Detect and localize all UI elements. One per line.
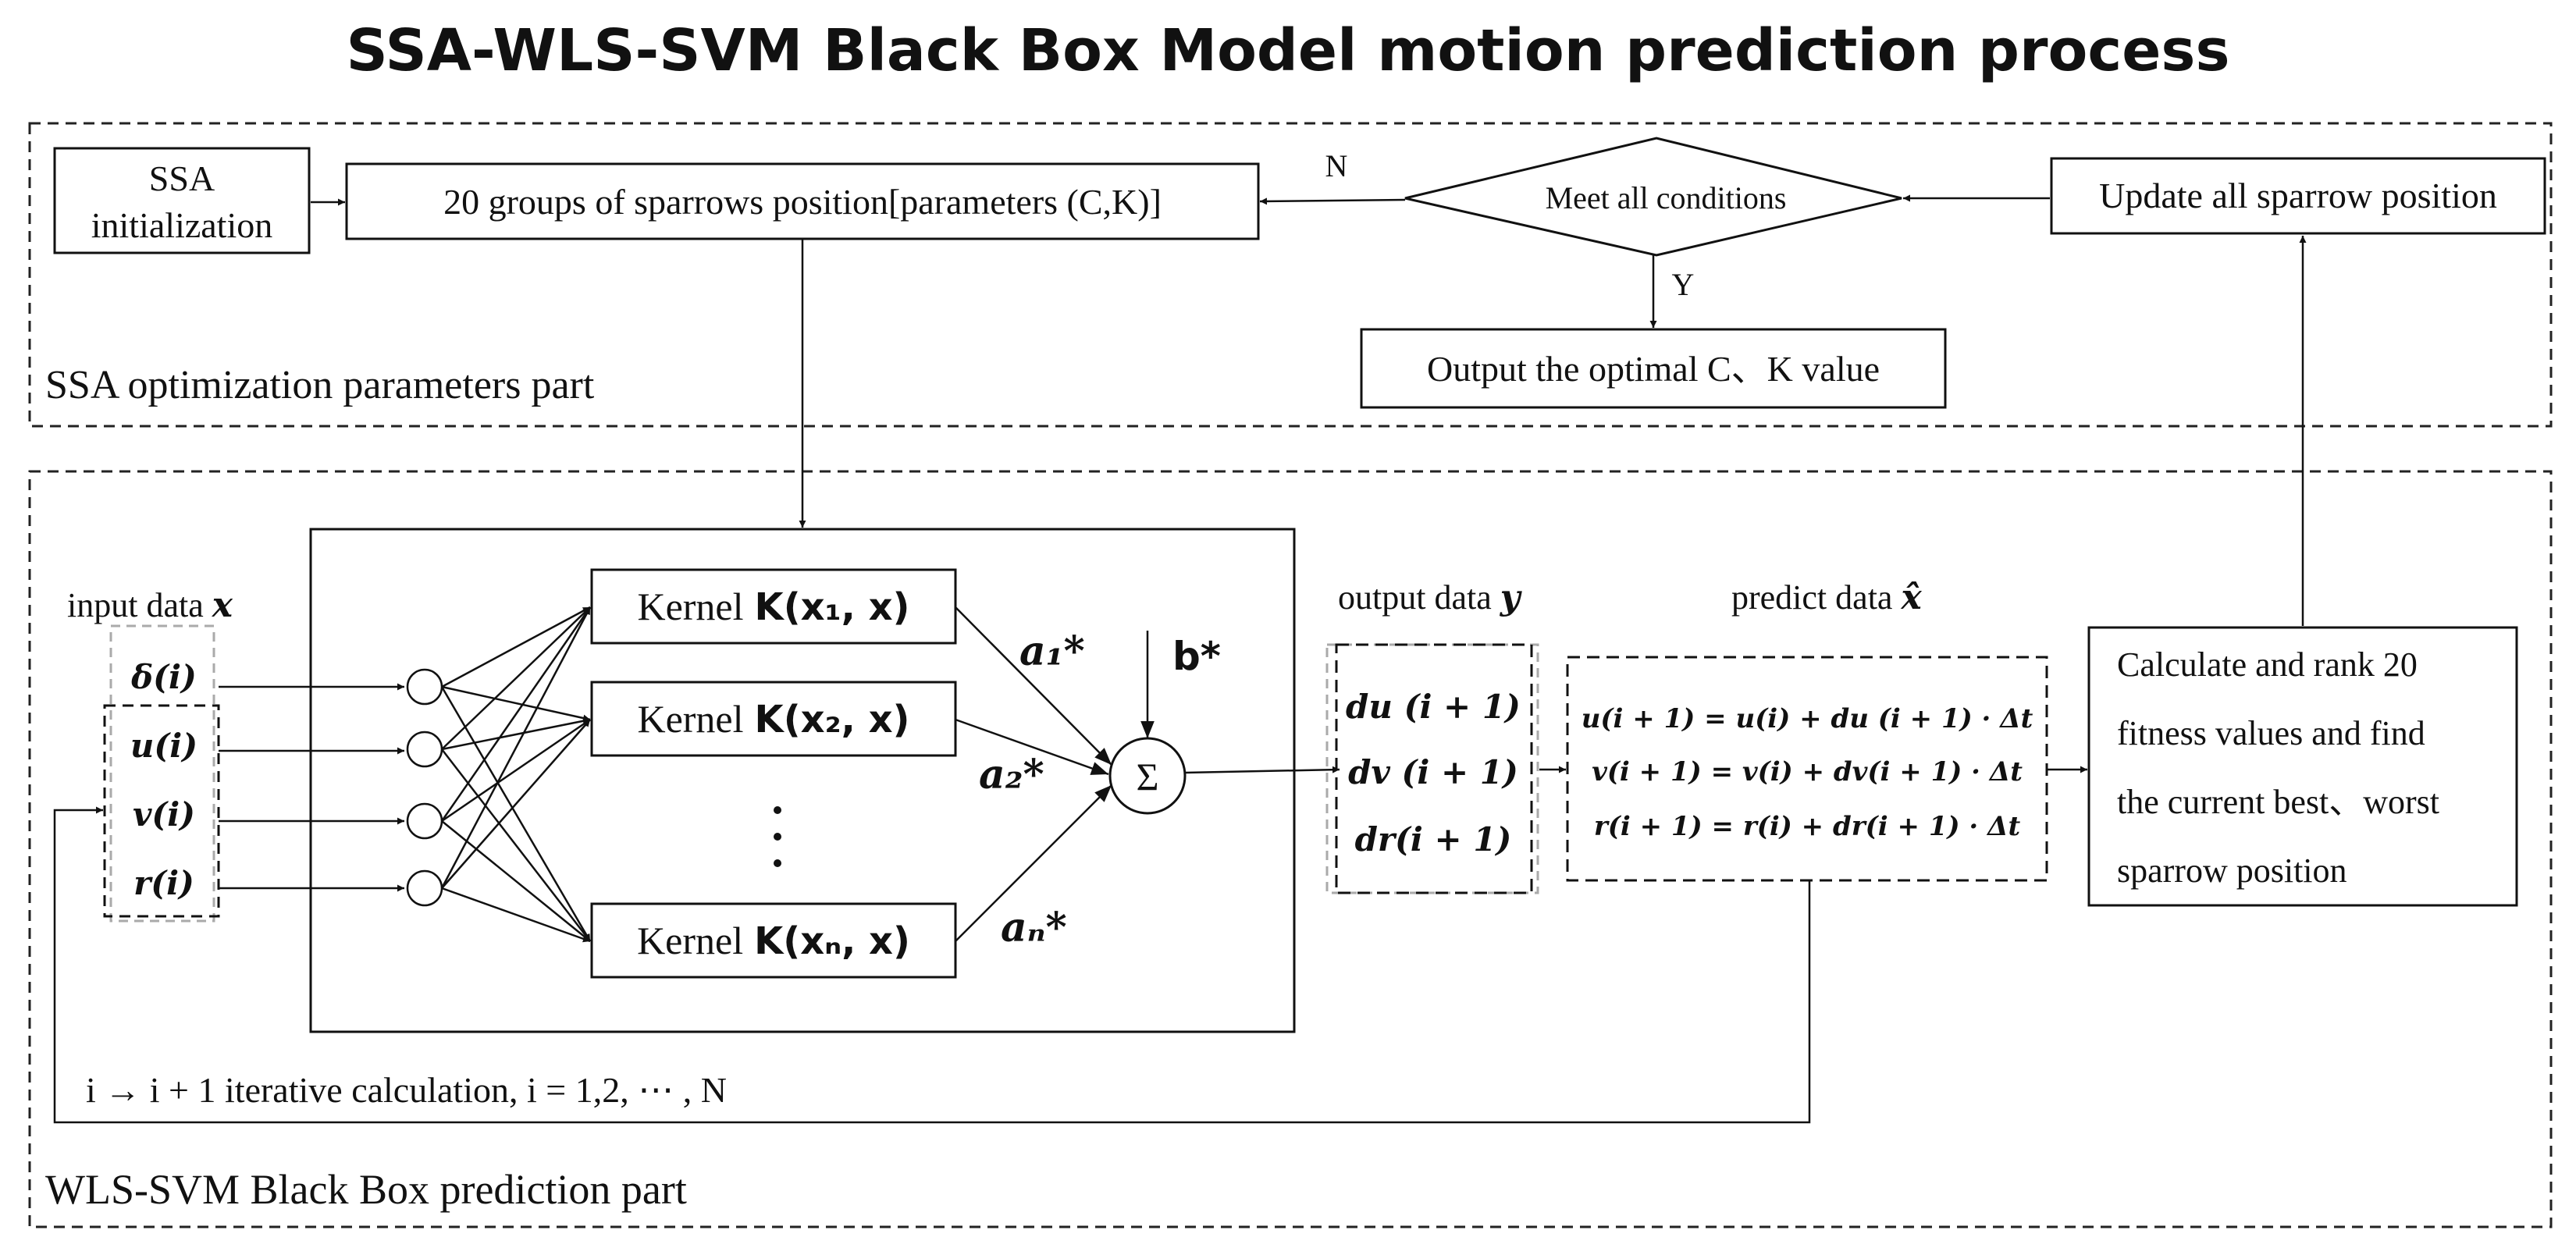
kernel-label-2: Kernel K(x₂, x) [637, 697, 909, 741]
ellipsis-dot-1 [774, 806, 781, 814]
weight-a2: a₂* [979, 751, 1044, 798]
predict-data-label-text: predict data [1731, 578, 1901, 617]
fitness-line-3: the current best、worst [2117, 783, 2439, 821]
output-optimal-text: Output the optimal C、K value [1427, 349, 1880, 389]
input-node-3 [406, 802, 443, 840]
wls-part-label: WLS-SVM Black Box prediction part [45, 1166, 687, 1213]
fitness-line-2: fitness values and find [2117, 714, 2425, 752]
kernel-word-2: Kernel [637, 697, 743, 741]
node-kernel-connections [440, 606, 592, 943]
output-data-label: output data y [1338, 578, 1523, 617]
input-v: v(i) [133, 795, 195, 834]
arrow-kernel2-to-sum [955, 718, 1109, 776]
kernel-func-2: K(x₂, x) [755, 698, 910, 741]
output-dv: dv (i + 1) [1348, 753, 1518, 791]
update-sparrow-text: Update all sparrow position [2099, 176, 2497, 215]
kernel-func-n: K(xₙ, x) [754, 919, 910, 963]
ssa-part-label: SSA optimization parameters part [45, 363, 595, 407]
kernel-box-n [590, 902, 957, 979]
ssa-init-line2: initialization [91, 205, 273, 245]
arrow-kernel1-to-sum [955, 606, 1112, 766]
predict-data-var: x̂ [1900, 578, 1922, 617]
sum-symbol: Σ [1136, 755, 1158, 798]
output-group-inner [1335, 643, 1533, 894]
input-data-label: input data x [67, 585, 233, 625]
fitness-line-1: Calculate and rank 20 [2117, 645, 2418, 684]
ellipsis-dot-3 [774, 859, 781, 867]
input-node-2 [406, 731, 443, 768]
predict-v: v(i + 1) = v(i) + dv(i + 1) · Δt [1592, 756, 2023, 787]
sparrows-position-box [345, 162, 1260, 240]
fitness-box [2087, 626, 2518, 907]
decision-diamond [1404, 137, 1902, 257]
input-data-var: x [212, 585, 233, 625]
sum-node [1108, 737, 1187, 815]
ssa-initialization-box [53, 147, 311, 254]
input-group-outer [109, 624, 215, 923]
input-group-inner [103, 704, 220, 918]
output-dr: dr(i + 1) [1355, 820, 1512, 859]
weight-aN: aₙ* [1001, 904, 1067, 951]
arrow-iteration-feedback [53, 806, 1811, 1124]
output-data-label-text: output data [1338, 578, 1500, 617]
iteration-text: i → i + 1 iterative calculation, i = 1,2… [86, 1070, 727, 1110]
arrow-no-to-sparrows [1259, 197, 1406, 205]
ellipsis-dot-2 [774, 833, 781, 841]
arrow-sum-to-output [1184, 766, 1340, 774]
kernel-box-2 [590, 681, 957, 757]
ssa-init-line1: SSA [149, 158, 215, 198]
yes-label: Y [1672, 267, 1695, 302]
kernel-label-1: Kernel K(x₁, x) [637, 585, 909, 629]
fitness-line-4: sparrow position [2117, 851, 2347, 890]
predict-data-label: predict data x̂ [1731, 578, 1922, 617]
update-sparrow-box [2050, 157, 2546, 235]
arrow-kernelN-to-sum [955, 784, 1112, 942]
input-node-1 [406, 668, 443, 706]
kernel-func-1: K(x₁, x) [755, 585, 910, 629]
output-du: du (i + 1) [1346, 688, 1521, 726]
input-data-label-text: input data [67, 586, 212, 624]
kernel-word-1: Kernel [637, 585, 743, 628]
ssa-part-frame [28, 122, 2553, 428]
wls-part-frame [28, 470, 2553, 1228]
kernel-box-1 [590, 568, 957, 645]
kernel-word-n: Kernel [637, 919, 743, 962]
output-data-var: y [1500, 578, 1523, 617]
input-r: r(i) [133, 864, 194, 902]
no-label: N [1325, 148, 1348, 183]
weight-a1: a₁* [1019, 628, 1085, 675]
input-delta: δ(i) [130, 658, 197, 696]
predict-u: u(i + 1) = u(i) + du (i + 1) · Δt [1582, 703, 2033, 734]
kernel-label-n: Kernel K(xₙ, x) [637, 919, 910, 963]
sparrows-position-text: 20 groups of sparrows position[parameter… [443, 182, 1162, 222]
decision-text: Meet all conditions [1546, 180, 1787, 215]
predict-r: r(i + 1) = r(i) + dr(i + 1) · Δt [1594, 811, 2021, 842]
output-optimal-box [1360, 328, 1947, 409]
bias-b: b* [1172, 634, 1221, 679]
diagram-title: SSA-WLS-SVM Black Box Model motion predi… [346, 17, 2229, 84]
svm-network-frame [309, 528, 1296, 1033]
input-node-4 [406, 869, 443, 907]
input-u: u(i) [130, 727, 197, 765]
output-group-outer [1325, 643, 1539, 894]
